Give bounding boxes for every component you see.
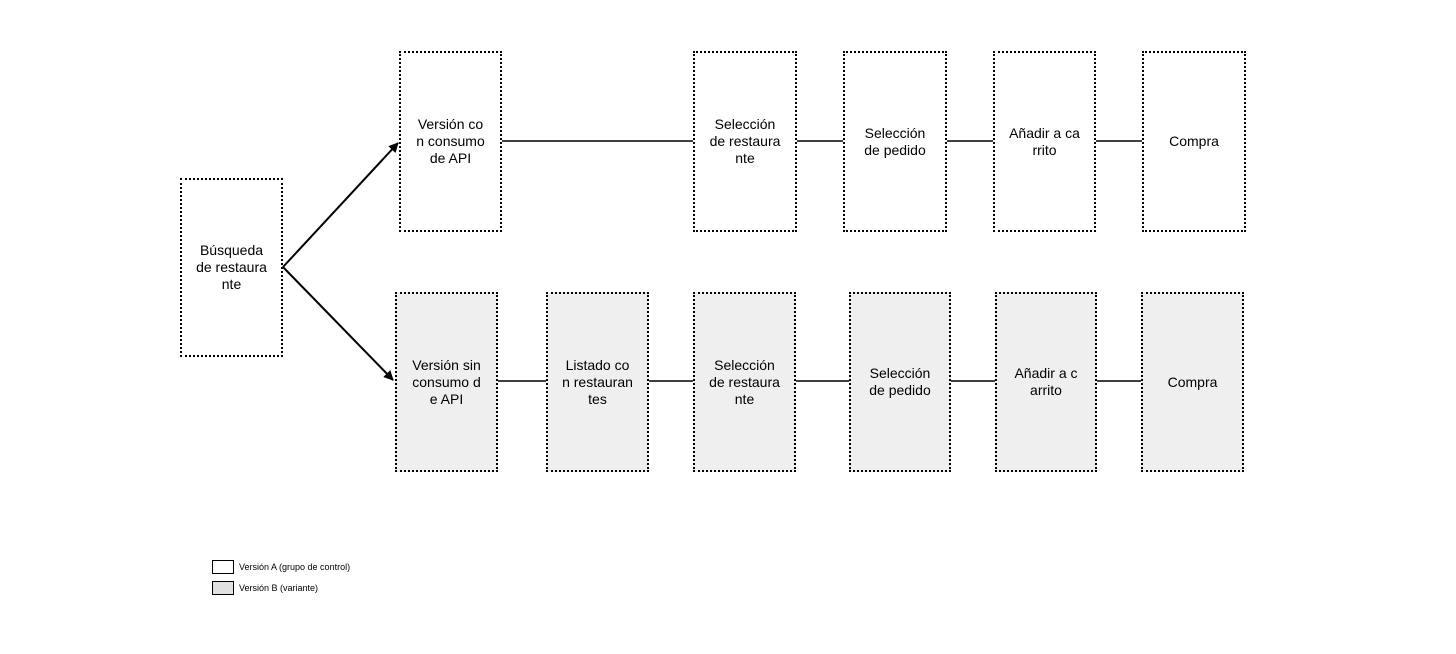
node-a-version-con-consumo-de-api: Versión con consumo de API [399, 51, 502, 232]
legend-swatch-version-a [212, 560, 234, 574]
legend-label-version-b: Versión B (variante) [239, 583, 319, 593]
node-a-anadir-a-carrito: Añadir a carrito [993, 51, 1096, 232]
node-b-anadir-a-carrito: Añadir a carrito [995, 292, 1097, 472]
node-b-listado-con-restaurantes: Listado con restaurantes [546, 292, 649, 472]
node-b-compra: Compra [1141, 292, 1244, 472]
node-b-seleccion-de-pedido: Selección de pedido [849, 292, 951, 472]
arrow-to-version-a [282, 142, 399, 268]
node-a-seleccion-de-restaurante: Selección de restaurante [693, 51, 797, 232]
node-b-seleccion-de-restaurante: Selección de restaurante [693, 292, 796, 472]
legend-swatch-version-b [212, 581, 234, 595]
node-a-compra: Compra [1142, 51, 1246, 232]
node-a-seleccion-de-pedido: Selección de pedido [843, 51, 947, 232]
node-b-version-sin-consumo-de-api: Versión sin consumo de API [395, 292, 498, 472]
legend-label-version-a: Versión A (grupo de control) [239, 562, 351, 572]
node-busqueda-de-restaurante: Búsqueda de restaurante [180, 178, 283, 357]
arrow-to-version-b [282, 266, 394, 381]
